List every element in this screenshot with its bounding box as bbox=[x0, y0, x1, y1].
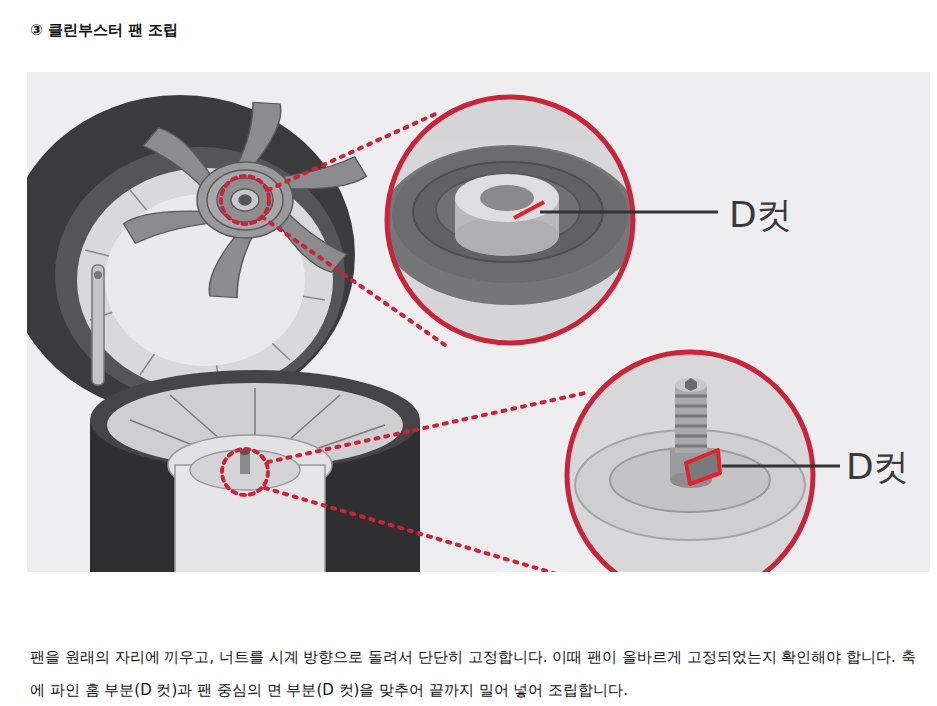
magnifier-fan-hub bbox=[455, 174, 559, 222]
magnifier-fan-hub bbox=[380, 145, 640, 305]
magnifier-shaft bbox=[686, 450, 720, 484]
zoom-marker bbox=[222, 449, 268, 495]
magnifier-fan-hub bbox=[392, 147, 628, 283]
magnifier-shaft bbox=[685, 378, 697, 391]
magnifier-shaft bbox=[675, 405, 707, 408]
callout-label: D컷 bbox=[846, 443, 908, 492]
magnifier-shaft bbox=[675, 425, 707, 428]
caption: 팬을 원래의 자리에 끼우고, 너트를 시계 방향으로 돌려서 단단히 고정합니… bbox=[30, 641, 920, 706]
magnifier-fan-hub bbox=[514, 202, 544, 218]
zoom-line bbox=[265, 488, 560, 572]
upper-housing bbox=[94, 271, 102, 279]
magnifier-shaft bbox=[567, 352, 813, 572]
magnifier-fan-hub bbox=[480, 185, 534, 211]
magnifier-shaft bbox=[675, 396, 707, 446]
base-housing bbox=[240, 452, 250, 474]
magnifier-shaft bbox=[675, 445, 707, 448]
fan bbox=[231, 189, 259, 211]
magnifier-shaft bbox=[675, 435, 707, 438]
magnifier-shaft bbox=[675, 385, 707, 453]
magnifier-shaft bbox=[567, 352, 813, 572]
appliance bbox=[27, 95, 420, 572]
magnifier-shaft bbox=[722, 465, 840, 468]
title: ③ 클린부스터 팬 조립 bbox=[30, 21, 178, 40]
base-housing bbox=[90, 370, 420, 572]
zoom-marker bbox=[221, 176, 269, 495]
magnifier-fan-hub bbox=[387, 97, 633, 343]
magnifier-shaft bbox=[610, 448, 770, 512]
magnifier-fan-hub bbox=[540, 211, 718, 214]
magnifier-shaft bbox=[675, 415, 707, 418]
magnifier-shaft bbox=[567, 352, 840, 572]
base-housing bbox=[190, 450, 300, 490]
upper-housing bbox=[92, 265, 104, 385]
magnifier-fan-hub bbox=[380, 140, 640, 305]
magnifier-shaft bbox=[575, 430, 805, 540]
magnifier-shaft bbox=[575, 378, 805, 540]
fan bbox=[121, 102, 368, 297]
magnifier-shaft bbox=[675, 378, 707, 392]
magnifier-fan-hub bbox=[387, 97, 633, 343]
magnifier-shaft bbox=[675, 395, 707, 398]
zoom-line bbox=[268, 392, 590, 462]
fan bbox=[207, 170, 283, 230]
magnifier-fan-hub bbox=[380, 97, 718, 343]
callout-label: D컷 bbox=[729, 191, 791, 240]
fan bbox=[239, 195, 251, 205]
